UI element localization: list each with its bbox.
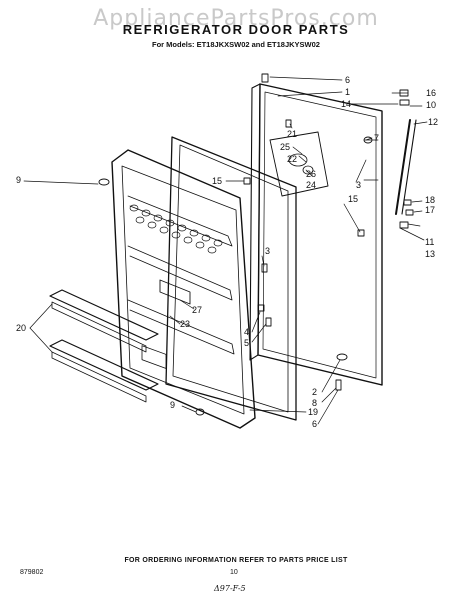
- callout-22: 22: [287, 154, 297, 164]
- callout-26: 26: [306, 169, 316, 179]
- callout-16: 16: [426, 88, 436, 98]
- callout-7: 7: [374, 133, 379, 143]
- callout-8: 8: [312, 398, 317, 408]
- callout-25: 25: [280, 142, 290, 152]
- callout-15: 15: [212, 176, 222, 186]
- leader-lines: [23, 76, 428, 425]
- hinge-bar: [395, 119, 417, 215]
- callout-4: 4: [244, 327, 249, 337]
- callout-6: 6: [312, 419, 317, 429]
- ordering-note: FOR ORDERING INFORMATION REFER TO PARTS …: [124, 557, 348, 564]
- inner-door-liner: [111, 149, 256, 429]
- door-shelf-bars: [49, 289, 159, 403]
- page-number: 10: [230, 569, 238, 576]
- callout-19: 19: [308, 407, 318, 417]
- callout-6: 6: [345, 75, 350, 85]
- callout-15: 15: [348, 194, 358, 204]
- callout-23: 23: [180, 319, 190, 329]
- callout-9: 9: [16, 175, 21, 185]
- callout-12: 12: [428, 117, 438, 127]
- page-title: REFRIGERATOR DOOR PARTS: [122, 22, 350, 37]
- document-number: 879802: [20, 569, 44, 576]
- callout-1: 1: [345, 87, 350, 97]
- door-gasket: [165, 136, 297, 421]
- callout-3: 3: [356, 180, 361, 190]
- handwritten-mark: Δ97-F-5: [214, 584, 246, 593]
- callout-21: 21: [287, 129, 297, 139]
- hardware-screws: [98, 73, 414, 416]
- callout-24: 24: [306, 180, 316, 190]
- callout-2: 2: [312, 387, 317, 397]
- callout-3: 3: [265, 246, 270, 256]
- callout-18: 18: [425, 195, 435, 205]
- outer-door-panel: [249, 83, 383, 386]
- callout-10: 10: [426, 100, 436, 110]
- model-numbers: For Models: ET18JKXSW02 and ET18JKYSW02: [152, 40, 320, 49]
- watermark: AppliancePartsPros.com: [93, 6, 379, 31]
- callout-27: 27: [192, 305, 202, 315]
- callout-5: 5: [244, 338, 249, 348]
- callout-20: 20: [16, 323, 26, 333]
- callout-14: 14: [341, 99, 351, 109]
- callout-labels: 6 1 16 14 10 12 21 7 25 22 26 24 3 15 15…: [16, 75, 438, 429]
- callout-13: 13: [425, 249, 435, 259]
- insulation-pad: [269, 131, 329, 197]
- callout-9: 9: [170, 400, 175, 410]
- callout-17: 17: [425, 205, 435, 215]
- callout-11: 11: [425, 237, 434, 247]
